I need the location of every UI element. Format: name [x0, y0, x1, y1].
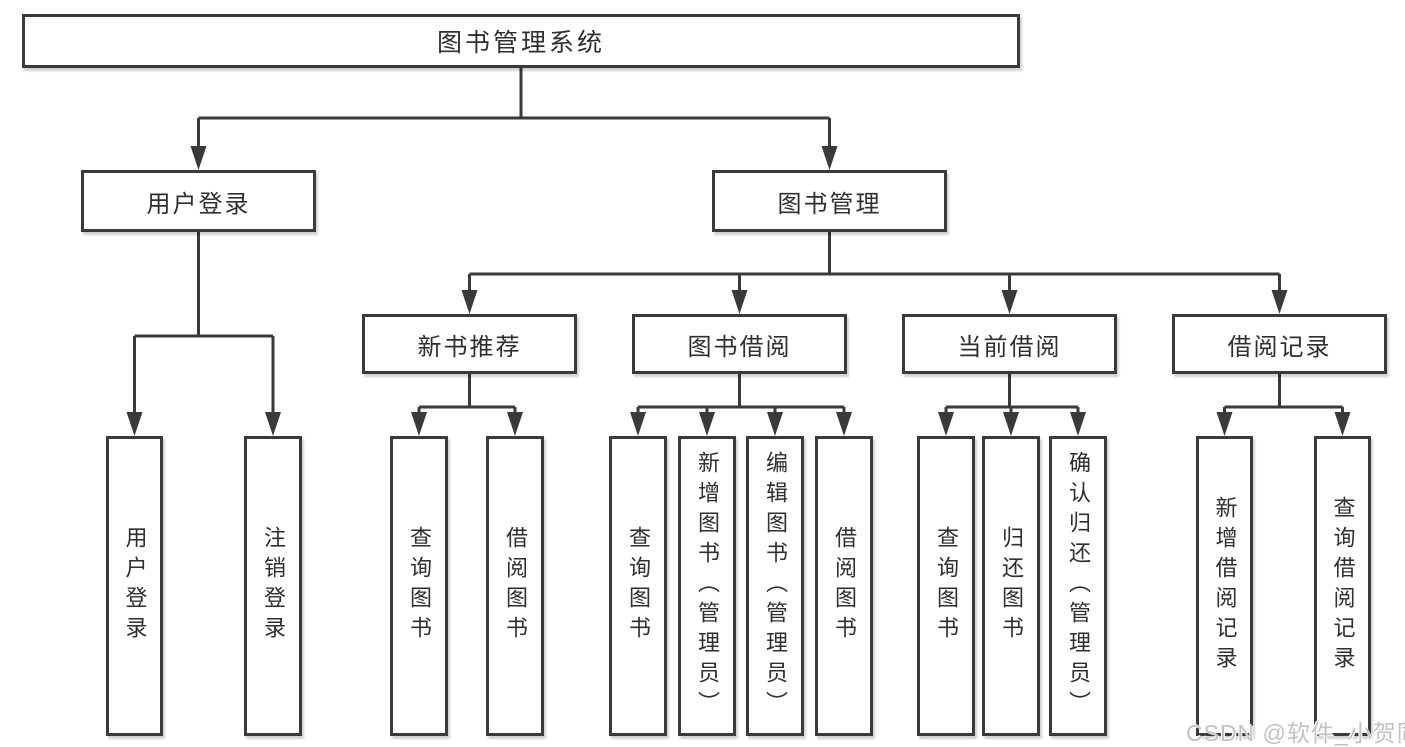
connector-current-borrowing [944, 374, 1080, 413]
node-borrowing-records: 借阅记录 [1172, 314, 1387, 374]
connector-borrowing-records [1223, 374, 1344, 413]
arrowhead [938, 412, 954, 436]
leaf-logout: 注销登录 [244, 436, 302, 736]
node-library-management-system: 图书管理系统 [22, 14, 1020, 68]
arrowhead [461, 290, 478, 314]
node-book-management: 图书管理 [712, 170, 947, 232]
connector-user-login [133, 232, 275, 413]
arrowhead [821, 146, 838, 170]
arrowhead [836, 412, 852, 436]
leaf-nb-borrow-books: 借阅图书 [486, 436, 544, 736]
leaf-cb-query-books: 查询图书 [917, 436, 975, 736]
leaf-br-query-record: 查询借阅记录 [1314, 436, 1371, 736]
watermark: CSDN @软件_小贺同学 [1186, 720, 1405, 746]
connector-book-borrowing [636, 374, 846, 413]
leaf-cb-return-books: 归还图书 [982, 436, 1040, 736]
leaf-br-add-record: 新增借阅记录 [1196, 436, 1253, 736]
arrowhead [190, 146, 207, 170]
connector-book-management [468, 232, 1281, 291]
arrowhead [411, 412, 427, 436]
node-new-book-recommend: 新书推荐 [362, 314, 577, 374]
leaf-bb-query-books: 查询图书 [609, 436, 667, 736]
node-current-borrowing: 当前借阅 [902, 314, 1117, 374]
connector-root [197, 68, 831, 147]
arrowhead [630, 412, 646, 436]
arrowheads [126, 146, 1351, 436]
arrowhead [1070, 412, 1086, 436]
arrowhead [1003, 412, 1019, 436]
arrowhead [1216, 412, 1233, 436]
arrowhead [1001, 290, 1018, 314]
leaf-user-login: 用户登录 [106, 436, 163, 736]
leaf-bb-add-books-admin: 新增图书（管理员） [678, 436, 736, 736]
leaf-bb-edit-books-admin: 编辑图书（管理员） [746, 436, 804, 736]
leaf-cb-confirm-return-admin: 确认归还（管理员） [1049, 436, 1107, 736]
leaf-bb-borrow-books: 借阅图书 [815, 436, 873, 736]
node-book-borrowing: 图书借阅 [632, 314, 847, 374]
arrowhead [731, 290, 748, 314]
arrowhead [265, 412, 281, 436]
arrowhead [1334, 412, 1351, 436]
arrowhead [767, 412, 783, 436]
node-user-login: 用户登录 [81, 170, 316, 232]
leaf-nb-query-books: 查询图书 [390, 436, 448, 736]
arrowhead [699, 412, 715, 436]
arrowhead [1271, 290, 1288, 314]
arrowhead [126, 412, 143, 436]
connector-new-book-recommend [417, 374, 517, 413]
arrowhead [507, 412, 523, 436]
